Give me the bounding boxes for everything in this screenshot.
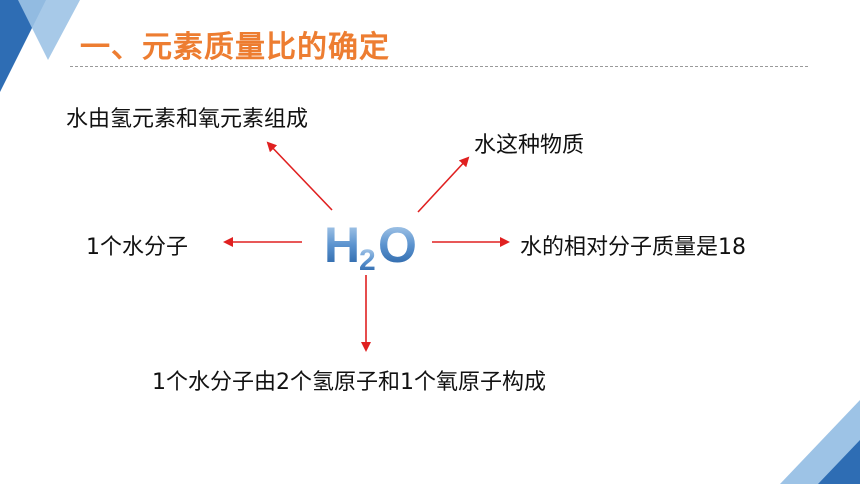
label-one-molecule: 1个水分子 (86, 235, 188, 260)
arrow-to-top-left (266, 141, 333, 211)
corner-decoration-top-left (0, 0, 80, 92)
title-divider (70, 66, 808, 67)
formula-hydrogen: H (324, 217, 360, 273)
label-substance: 水这种物质 (474, 133, 585, 158)
arrow-to-top-right (417, 156, 470, 213)
slide-title: 一、元素质量比的确定 (80, 30, 390, 65)
formula-subscript: 2 (359, 244, 376, 277)
label-element-composition: 水由氢元素和氧元素组成 (66, 107, 309, 132)
label-molecular-mass: 水的相对分子质量是18 (520, 235, 746, 260)
formula-oxygen: O (378, 217, 417, 273)
label-molecule-composition: 1个水分子由2个氢原子和1个氧原子构成 (152, 370, 546, 395)
